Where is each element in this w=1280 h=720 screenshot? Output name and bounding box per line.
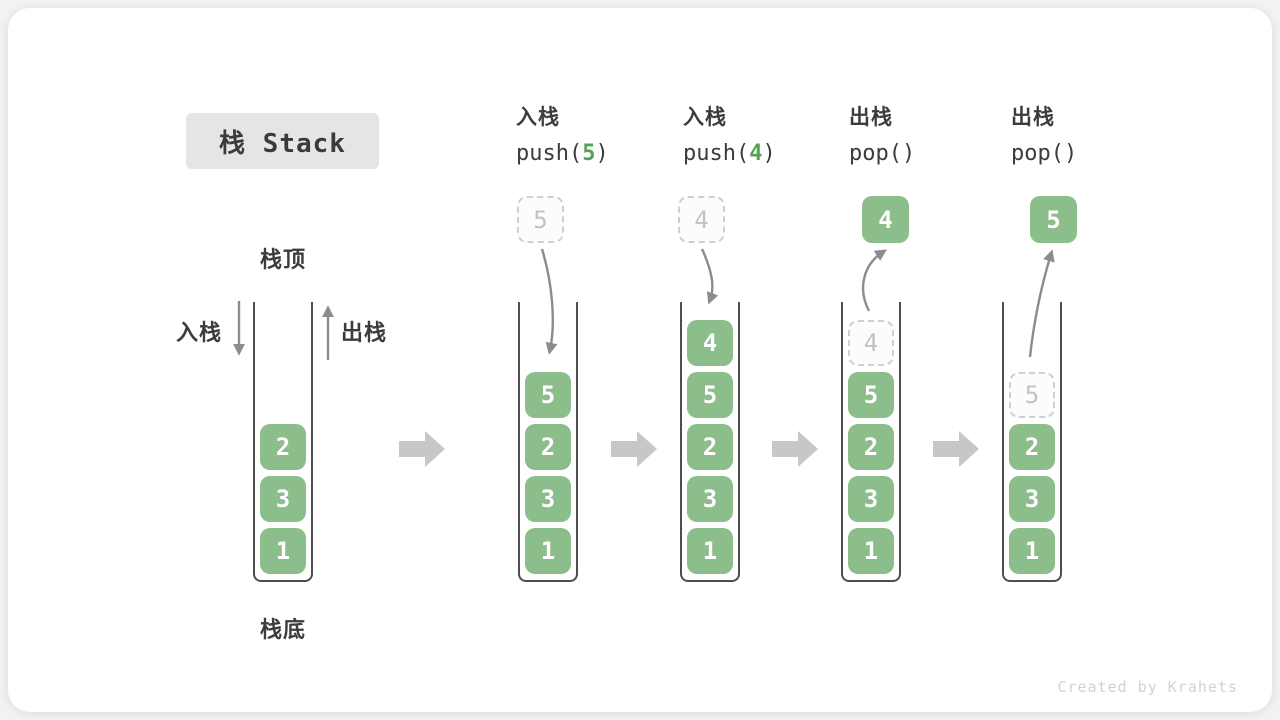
stack-cell: 5 (848, 372, 894, 418)
stack-cell: 1 (525, 528, 571, 574)
op-label-cn: 入栈 (683, 105, 727, 129)
op-code-suffix: ) (762, 141, 776, 166)
stack-cell: 4 (687, 320, 733, 366)
pop-side-label: 出栈 (341, 321, 388, 346)
stack-container-2: 5 2 3 1 (518, 302, 578, 582)
stack-cell: 4 (848, 320, 894, 366)
stack-top-label: 栈顶 (259, 248, 306, 273)
stack-cell: 5 (1009, 372, 1055, 418)
op-code-suffix: ) (1063, 141, 1078, 166)
stack-cell: 2 (687, 424, 733, 470)
stack-cell: 2 (848, 424, 894, 470)
stack-cell: 3 (1009, 476, 1055, 522)
op-code: pop() (849, 141, 915, 167)
stack-cell: 1 (260, 528, 306, 574)
stack-cell: 1 (687, 528, 733, 574)
stack-cell: 3 (260, 476, 306, 522)
op-label-col3: 入栈 push(4) (683, 104, 776, 167)
op-label-col5: 出栈 pop() (1011, 104, 1077, 167)
op-code: push(4) (683, 141, 776, 167)
op-code: push(5) (516, 141, 609, 167)
stack-cell: 3 (848, 476, 894, 522)
float-box-col4: 4 (862, 196, 909, 243)
op-code-prefix: push( (516, 141, 583, 166)
float-box-col3: 4 (678, 196, 725, 243)
stack-cell: 2 (1009, 424, 1055, 470)
stack-cell: 5 (687, 372, 733, 418)
op-code-suffix: ) (901, 141, 916, 166)
stack-container-5: 5 2 3 1 (1002, 302, 1062, 582)
stack-cell: 2 (260, 424, 306, 470)
op-label-col2: 入栈 push(5) (516, 104, 609, 167)
op-label-cn: 出栈 (849, 105, 893, 129)
op-code-suffix: ) (595, 141, 609, 166)
stack-cell: 3 (525, 476, 571, 522)
stack-container-3: 4 5 2 3 1 (680, 302, 740, 582)
op-label-cn: 出栈 (1011, 105, 1055, 129)
stack-container-4: 4 5 2 3 1 (841, 302, 901, 582)
op-code-arg: 5 (582, 141, 596, 166)
stack-cell: 1 (1009, 528, 1055, 574)
push-side-label: 入栈 (176, 321, 223, 346)
op-code-prefix: pop( (849, 141, 902, 166)
stack-cell: 5 (525, 372, 571, 418)
op-code: pop() (1011, 141, 1077, 167)
op-code-prefix: pop( (1011, 141, 1064, 166)
float-box-col2: 5 (517, 196, 564, 243)
op-label-cn: 入栈 (516, 105, 560, 129)
watermark: Created by Krahets (1057, 678, 1238, 696)
stack-cell: 3 (687, 476, 733, 522)
op-code-prefix: push( (683, 141, 750, 166)
stack-cell: 1 (848, 528, 894, 574)
float-box-col5: 5 (1030, 196, 1077, 243)
stack-container-1: 2 3 1 (253, 302, 313, 582)
op-code-arg: 4 (749, 141, 763, 166)
op-label-col4: 出栈 pop() (849, 104, 915, 167)
stack-bottom-label: 栈底 (259, 618, 306, 643)
stack-cell: 2 (525, 424, 571, 470)
title-badge: 栈 Stack (186, 113, 379, 169)
